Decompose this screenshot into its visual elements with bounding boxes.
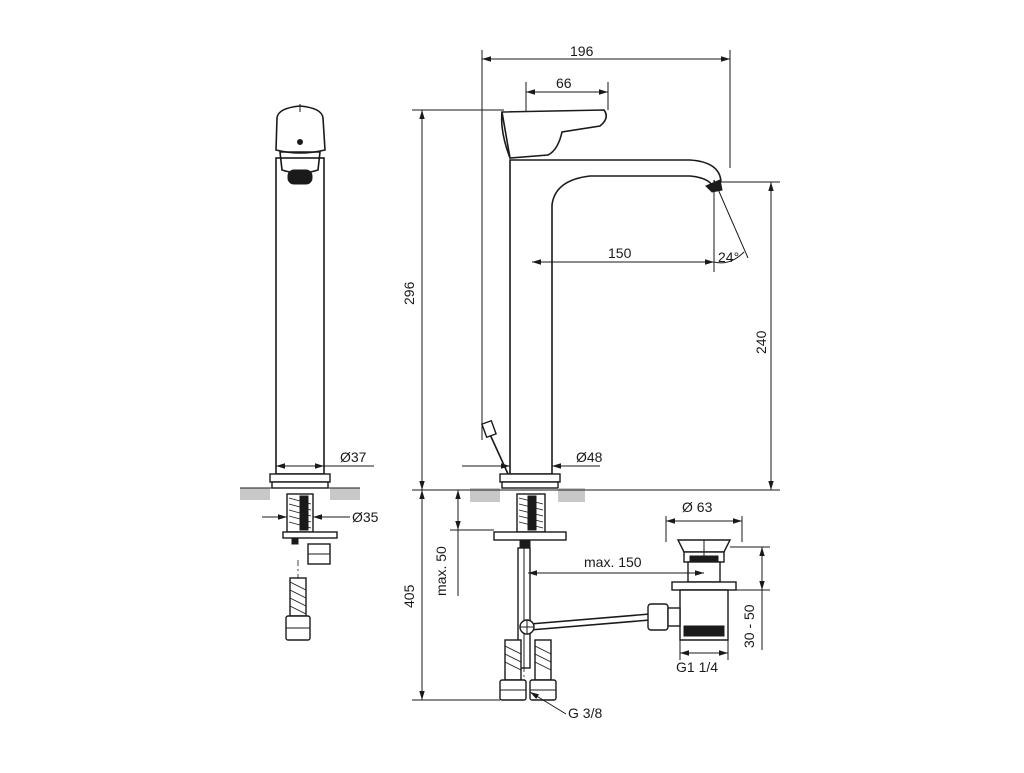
dim-hose-length: 405 [401, 584, 417, 608]
dim-counter-thickness: max. 50 [433, 546, 449, 596]
front-body-spout [509, 159, 722, 475]
dim-spout-height: 240 [753, 330, 769, 354]
side-base [269, 473, 331, 483]
dim-hose-thread: G 3/8 [568, 705, 602, 721]
waste-assembly: Ø 63 30 - 50 G1 1/4 [647, 499, 770, 675]
front-dimensions: 196 66 296 150 24° 240 Ø48 max. 50 405 [401, 43, 780, 721]
front-base [499, 473, 561, 483]
dim-side-shank-diameter: Ø35 [352, 509, 379, 525]
side-body [275, 157, 325, 475]
dim-drain-diameter: Ø 63 [682, 499, 713, 515]
dim-drain-distance: max. 150 [584, 554, 642, 570]
dim-drain-thread: G1 1/4 [676, 659, 718, 675]
dim-total-depth: 196 [570, 43, 594, 59]
aerator-icon [287, 169, 313, 185]
dim-handle-offset: 66 [556, 75, 572, 91]
front-handle [501, 109, 608, 159]
dim-total-height: 296 [401, 281, 417, 305]
dim-spout-reach: 150 [608, 245, 632, 261]
front-view [412, 109, 780, 701]
dim-body-diameter: Ø48 [576, 449, 603, 465]
side-handle [275, 105, 326, 154]
dim-side-body-diameter: Ø37 [340, 449, 367, 465]
dim-drain-thickness: 30 - 50 [741, 604, 757, 648]
side-view: Ø37 Ø35 [240, 104, 379, 641]
dim-spout-angle: 24° [718, 249, 739, 265]
